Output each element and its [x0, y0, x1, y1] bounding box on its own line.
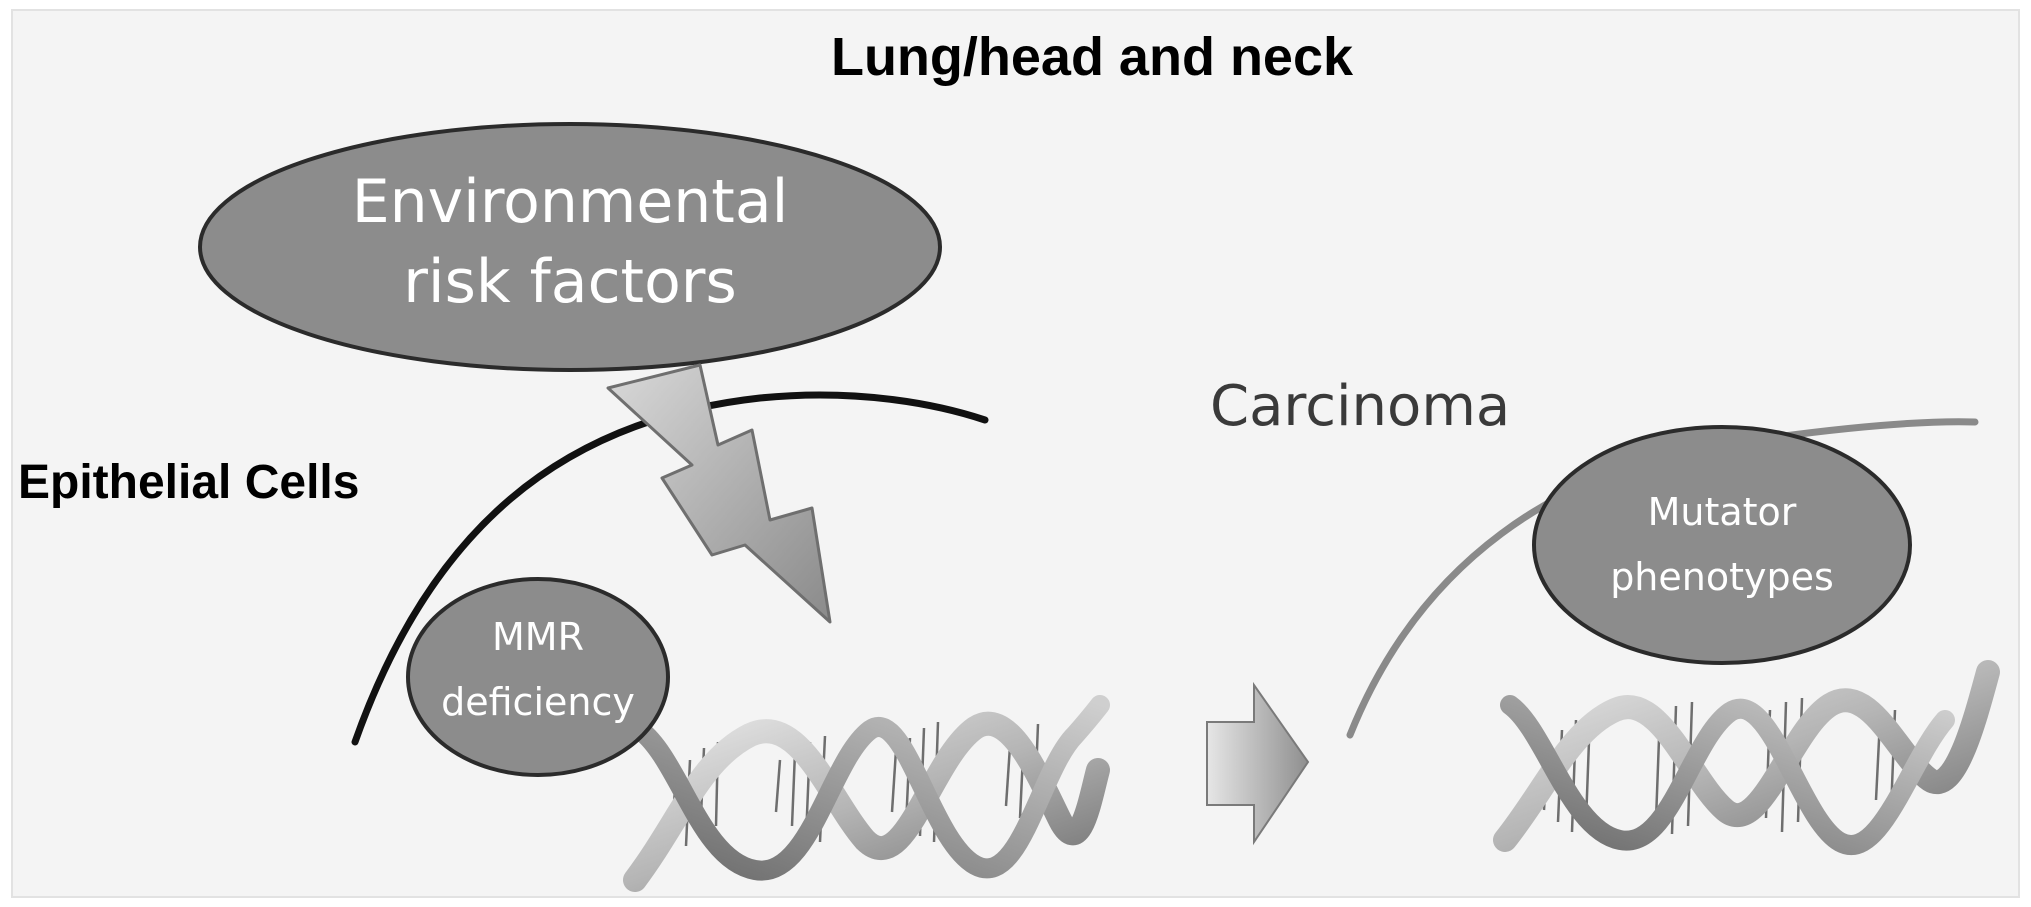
mmr-deficiency-ellipse: MMR deficiency: [406, 577, 670, 777]
carcinoma-label: Carcinoma: [1210, 374, 1510, 439]
mmr-label: MMR: [492, 615, 584, 659]
environmental-risk-factors-ellipse: Environmental risk factors: [198, 122, 942, 372]
diagram-title: Lung/head and neck: [831, 27, 1354, 87]
phenotypes-label: phenotypes: [1610, 555, 1834, 599]
mutated-dna-helix-icon: [1493, 660, 2000, 855]
right-arrow-icon: [1206, 681, 1310, 846]
mutator-label: Mutator: [1648, 490, 1797, 534]
environmental-label: Environmental: [352, 167, 789, 237]
epithelial-cells-label: Epithelial Cells: [18, 456, 359, 509]
mutator-phenotypes-ellipse: Mutator phenotypes: [1532, 425, 1912, 665]
risk-factors-label: risk factors: [403, 247, 736, 317]
lightning-bolt-icon: [606, 363, 832, 624]
dna-helix-icon: [623, 695, 1110, 892]
deficiency-label: deficiency: [441, 680, 635, 724]
